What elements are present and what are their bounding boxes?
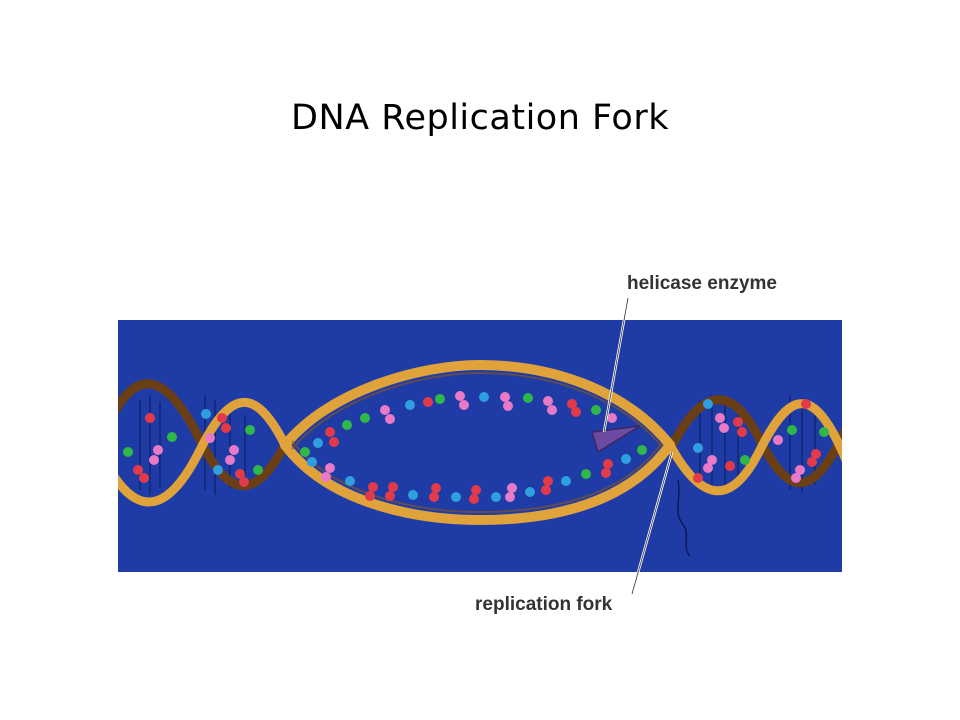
lower-strand-bases — [307, 445, 647, 504]
left-helix-bases — [123, 409, 263, 487]
right-helix-bases — [693, 399, 829, 483]
helicase-label: helicase enzyme — [627, 273, 777, 294]
helix-back-strand — [118, 379, 842, 491]
helicase-wedge-icon — [591, 425, 641, 454]
upper-strand-bases — [300, 391, 617, 457]
diagram-background — [118, 320, 842, 572]
separated-strands — [280, 359, 675, 526]
page-title: DNA Replication Fork — [291, 98, 669, 138]
helix-front-strand — [118, 397, 842, 507]
replication-fork-label: replication fork — [475, 594, 613, 615]
